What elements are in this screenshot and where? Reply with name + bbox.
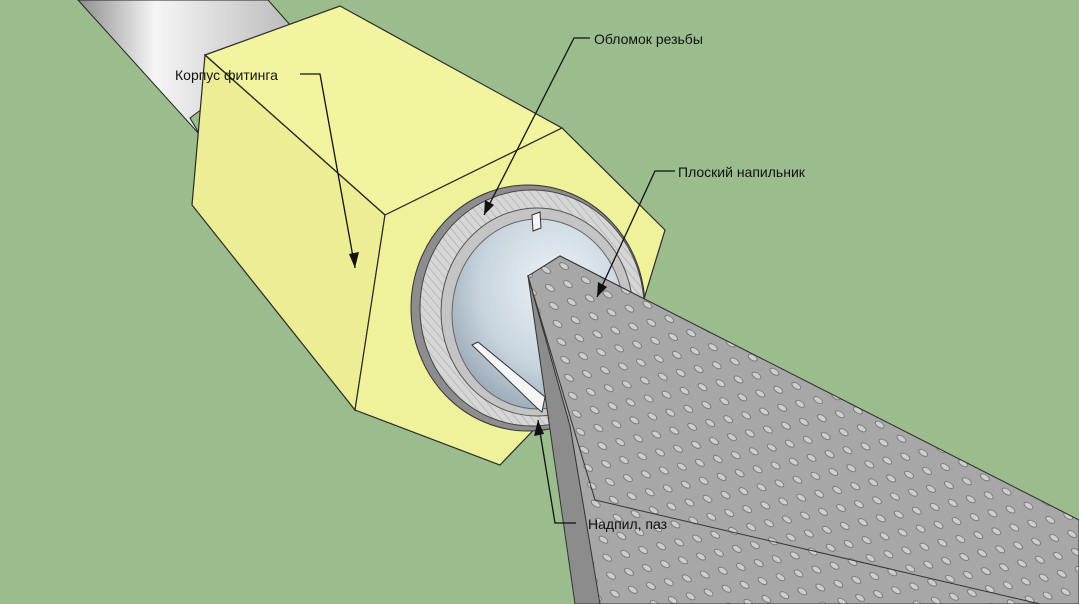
- leader-fitting-body: [300, 74, 355, 268]
- label-thread-fragment: Обломок резьбы: [594, 31, 703, 47]
- label-flat-file: Плоский напильник: [678, 164, 805, 180]
- arrowhead-fitting-body: [349, 252, 359, 268]
- arrowhead-thread-fragment: [484, 200, 494, 215]
- leader-thread-fragment: [484, 38, 590, 215]
- leader-flat-file: [597, 171, 675, 297]
- label-fitting-body: Корпус фитинга: [175, 67, 278, 83]
- leader-notch-slot: [538, 420, 576, 523]
- arrowhead-notch-slot: [534, 420, 544, 436]
- label-notch-slot: Надпил, паз: [588, 516, 667, 532]
- arrowhead-flat-file: [597, 282, 607, 297]
